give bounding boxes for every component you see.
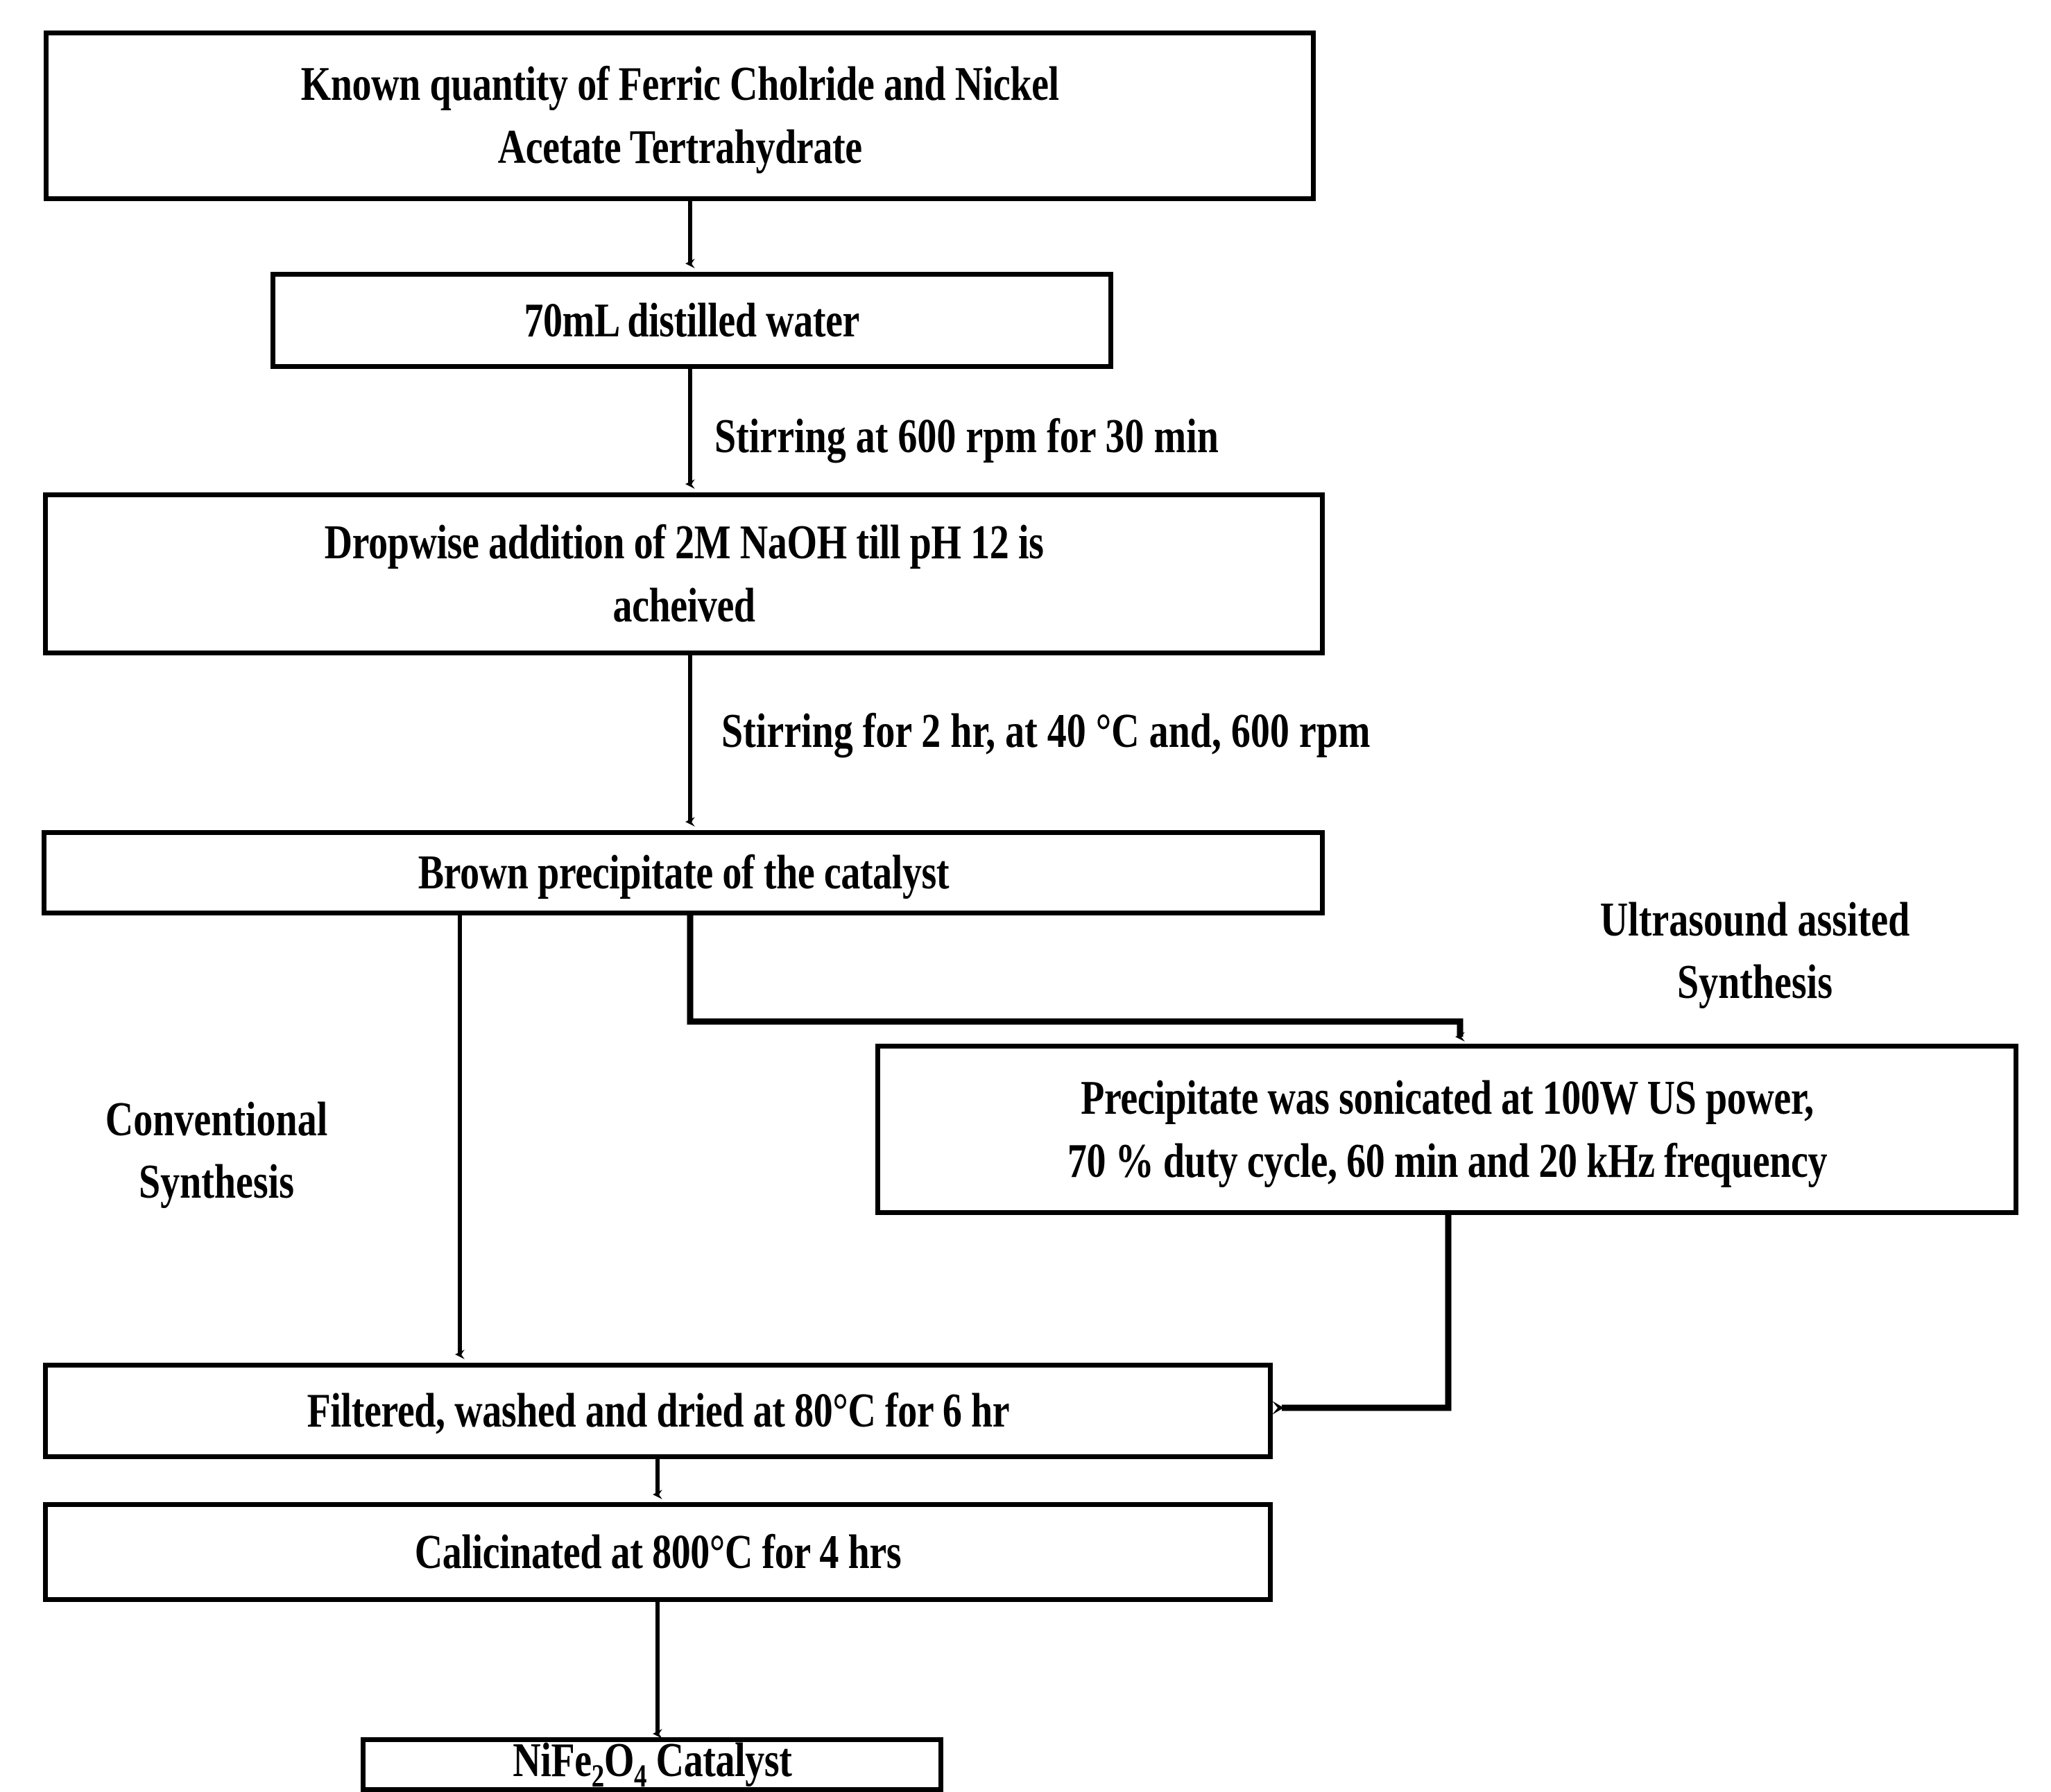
node-sonication[interactable]: Precipitate was sonicated at 100W US pow… [875,1044,2018,1215]
node-sonication-line1: Precipitate was sonicated at 100W US pow… [1080,1071,1814,1125]
product-formula-mid: O [603,1733,634,1787]
edge-sonication-to-dried [1272,1215,1452,1415]
edge-label-ultrasound-synthesis: Ultrasound assited Synthesis [1561,889,1949,1013]
node-naoh-line1: Dropwise addition of 2M NaOH till pH 12 … [324,515,1044,569]
edge-label-stirring-30min: Stirring at 600 rpm for 30 min [714,410,1219,463]
node-precursors-line1: Known quantity of Ferric Cholride and Ni… [300,58,1059,111]
conventional-line1: Conventional [105,1093,328,1146]
node-calcined[interactable]: Calicinated at 800°C for 4 hrs [43,1502,1273,1602]
node-brown-precipitate[interactable]: Brown precipitate of the catalyst [42,830,1325,915]
node-water[interactable]: 70mL distilled water [271,272,1113,369]
node-sonication-line2: 70 % duty cycle, 60 min and 20 kHz frequ… [1067,1134,1827,1188]
conventional-line2: Synthesis [138,1155,295,1209]
node-precursors[interactable]: Known quantity of Ferric Cholride and Ni… [44,31,1316,201]
ultrasound-line2: Synthesis [1676,955,1833,1009]
node-filtered-dried[interactable]: Filtered, washed and dried at 80°C for 6… [43,1363,1273,1459]
edge-label-stirring-2hr: Stirring for 2 hr, at 40 °C and, 600 rpm [721,705,1371,758]
node-naoh-addition[interactable]: Dropwise addition of 2M NaOH till pH 12 … [43,492,1325,655]
node-product-catalyst[interactable]: NiFe2O4 Catalyst [361,1734,943,1792]
node-product-formula: NiFe2O4 Catalyst [512,1729,792,1792]
ultrasound-line1: Ultrasound assited [1599,893,1910,947]
node-dried-line1: Filtered, washed and dried at 80°C for 6… [307,1384,1009,1438]
product-formula-sub2: 4 [633,1757,646,1792]
product-formula-post: Catalyst [646,1733,792,1787]
node-calcined-line1: Calicinated at 800°C for 4 hrs [414,1525,902,1579]
product-formula-sub1: 2 [591,1757,604,1792]
node-precursors-line2: Acetate Tertrahydrate [497,121,862,174]
product-formula-pre: NiFe [512,1733,592,1787]
node-precipitate-line1: Brown precipitate of the catalyst [418,846,949,899]
node-naoh-line2: acheived [612,578,755,632]
node-water-line1: 70mL distilled water [524,293,860,347]
edge-label-conventional-synthesis: Conventional Synthesis [83,1089,350,1213]
edge-precipitate-to-sonication [687,915,1465,1042]
